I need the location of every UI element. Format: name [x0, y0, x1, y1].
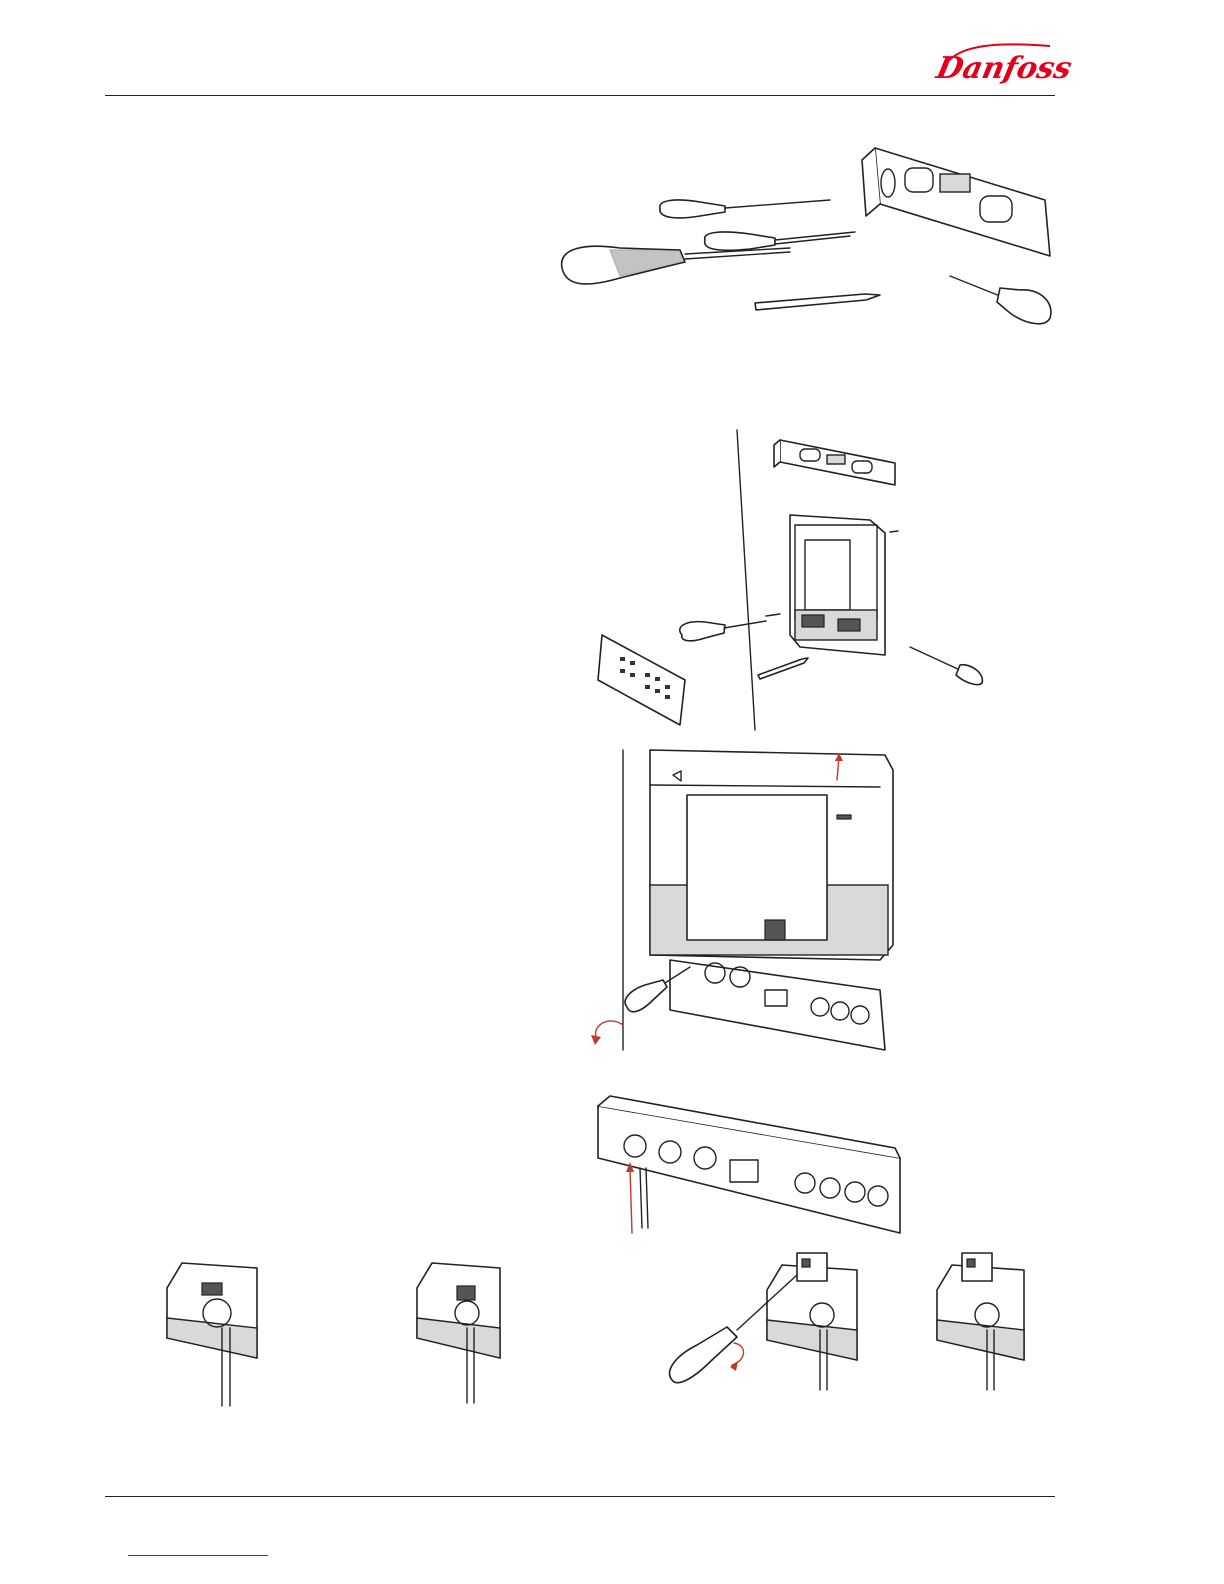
- pencil-icon: [758, 658, 808, 679]
- screwdriver-medium-icon: [705, 232, 855, 250]
- header-rule: [105, 95, 1055, 96]
- spirit-level-icon: [774, 440, 895, 485]
- screwdriver-icon: [680, 621, 766, 641]
- cable: [640, 1168, 642, 1228]
- insert-arrow: [630, 1168, 632, 1233]
- cable-clamp-step-2: [412, 1258, 502, 1408]
- footer-rule: [105, 1496, 1055, 1497]
- footer-link-underline[interactable]: [128, 1555, 268, 1556]
- wall-mounting-figure: [590, 425, 1010, 735]
- screwdriver-large-icon: [562, 246, 790, 284]
- controller-housing-icon: [650, 750, 893, 960]
- controller-base-icon: [790, 515, 885, 655]
- terminal-connected-step-4: [932, 1245, 1027, 1395]
- terminal-cover-removal-figure: [575, 745, 905, 1055]
- front-cover-icon: [598, 635, 685, 725]
- logo-wordmark: Danfoss: [932, 51, 1074, 86]
- danfoss-logo: Danfoss: [940, 36, 1060, 86]
- cable-entry-figure: [590, 1088, 910, 1238]
- screwdriver-small-icon: [910, 647, 982, 685]
- pencil-icon: [755, 294, 880, 310]
- tools-figure: [550, 138, 1070, 338]
- wall-line: [737, 430, 755, 730]
- terminal-screw-step-3: [662, 1245, 862, 1395]
- terminal-cover-icon: [670, 960, 885, 1050]
- screwdriver-small-icon: [660, 200, 830, 218]
- spirit-level-icon: [862, 148, 1050, 256]
- screwdriver-right-icon: [950, 276, 1051, 324]
- cable-clamp-step-1: [162, 1258, 262, 1408]
